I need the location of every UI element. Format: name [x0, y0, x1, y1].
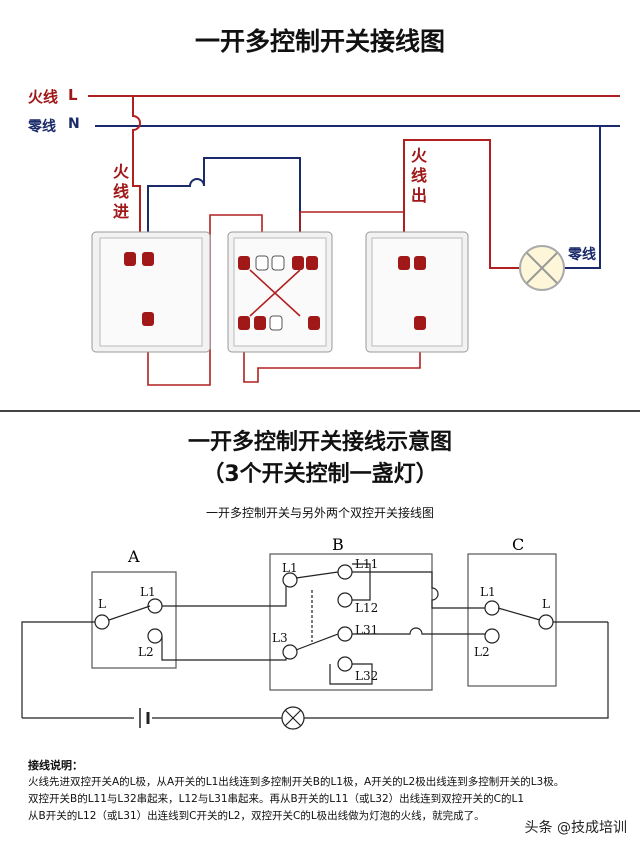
live-out-label: 火线出	[410, 146, 427, 205]
wire-b-to-c-lower	[243, 322, 421, 383]
c-term-l2: L2	[474, 645, 490, 659]
a-term-l: L	[98, 597, 106, 611]
switch-a-box	[91, 571, 177, 669]
b-term-l1: L1	[282, 561, 298, 575]
switch-c-box	[467, 553, 557, 687]
b-term-l32: L32	[355, 669, 378, 683]
live-in-label: 火线进	[112, 162, 129, 221]
lamp-neutral-label: 零线	[568, 247, 596, 263]
b-term-l12: L12	[355, 601, 378, 615]
a-term-l1: L1	[140, 585, 156, 599]
schematic-subtitle-1: （3个开关控制一盏灯）	[202, 462, 438, 487]
switch-plate-right	[365, 231, 469, 353]
notes-line-3: 从B开关的L12（或L31）出连线到C开关的L2，双控开关C的L极出线做为灯泡的…	[28, 810, 485, 822]
b-term-l11: L11	[355, 557, 378, 571]
notes-line-1: 火线先进双控开关A的L极，从A开关的L1出线连到多控制开关B的L1极，A开关的L…	[28, 776, 565, 788]
schematic-subtitle-2: 一开多控制开关与另外两个双控开关接线图	[205, 506, 434, 520]
live-in-wire	[132, 96, 141, 258]
a-term-l2: L2	[138, 645, 154, 659]
switch-b-name: B	[332, 535, 344, 554]
schematic-title: 一开多控制开关接线示意图	[187, 430, 452, 455]
notes-heading: 接线说明：	[28, 759, 83, 772]
c-term-l1: L1	[480, 585, 496, 599]
wire-a-l1-to-b	[147, 157, 301, 262]
watermark: 头条 @技成培训	[521, 817, 630, 837]
b-term-l3: L3	[272, 631, 288, 645]
top-title: 一开多控制开关接线图	[194, 27, 445, 56]
switch-b-box	[269, 553, 433, 691]
switch-plate-middle	[227, 231, 333, 353]
notes-line-2: 双控开关B的L11与L32串起来，L12与L31串起来。再从B开关的L11（或L…	[28, 793, 525, 805]
switch-c-name: C	[512, 535, 524, 554]
lamp-neutral-wire	[560, 126, 601, 269]
live-letter: L	[68, 86, 78, 104]
switch-a-name: A	[127, 547, 140, 566]
neutral-label: 零线	[28, 119, 56, 135]
neutral-letter: N	[68, 116, 80, 132]
section-divider	[0, 410, 640, 412]
b-term-l31: L31	[355, 623, 378, 637]
c-term-l: L	[542, 597, 550, 611]
live-out-wire	[403, 139, 524, 269]
lamp-icon	[519, 245, 565, 291]
live-label: 火线	[28, 88, 59, 106]
switch-plate-left	[91, 231, 211, 353]
schematic	[21, 553, 609, 730]
wiring-notes: 接线说明： 火线先进双控开关A的L极，从A开关的L1出线连到多控制开关B的L1极…	[28, 757, 628, 825]
